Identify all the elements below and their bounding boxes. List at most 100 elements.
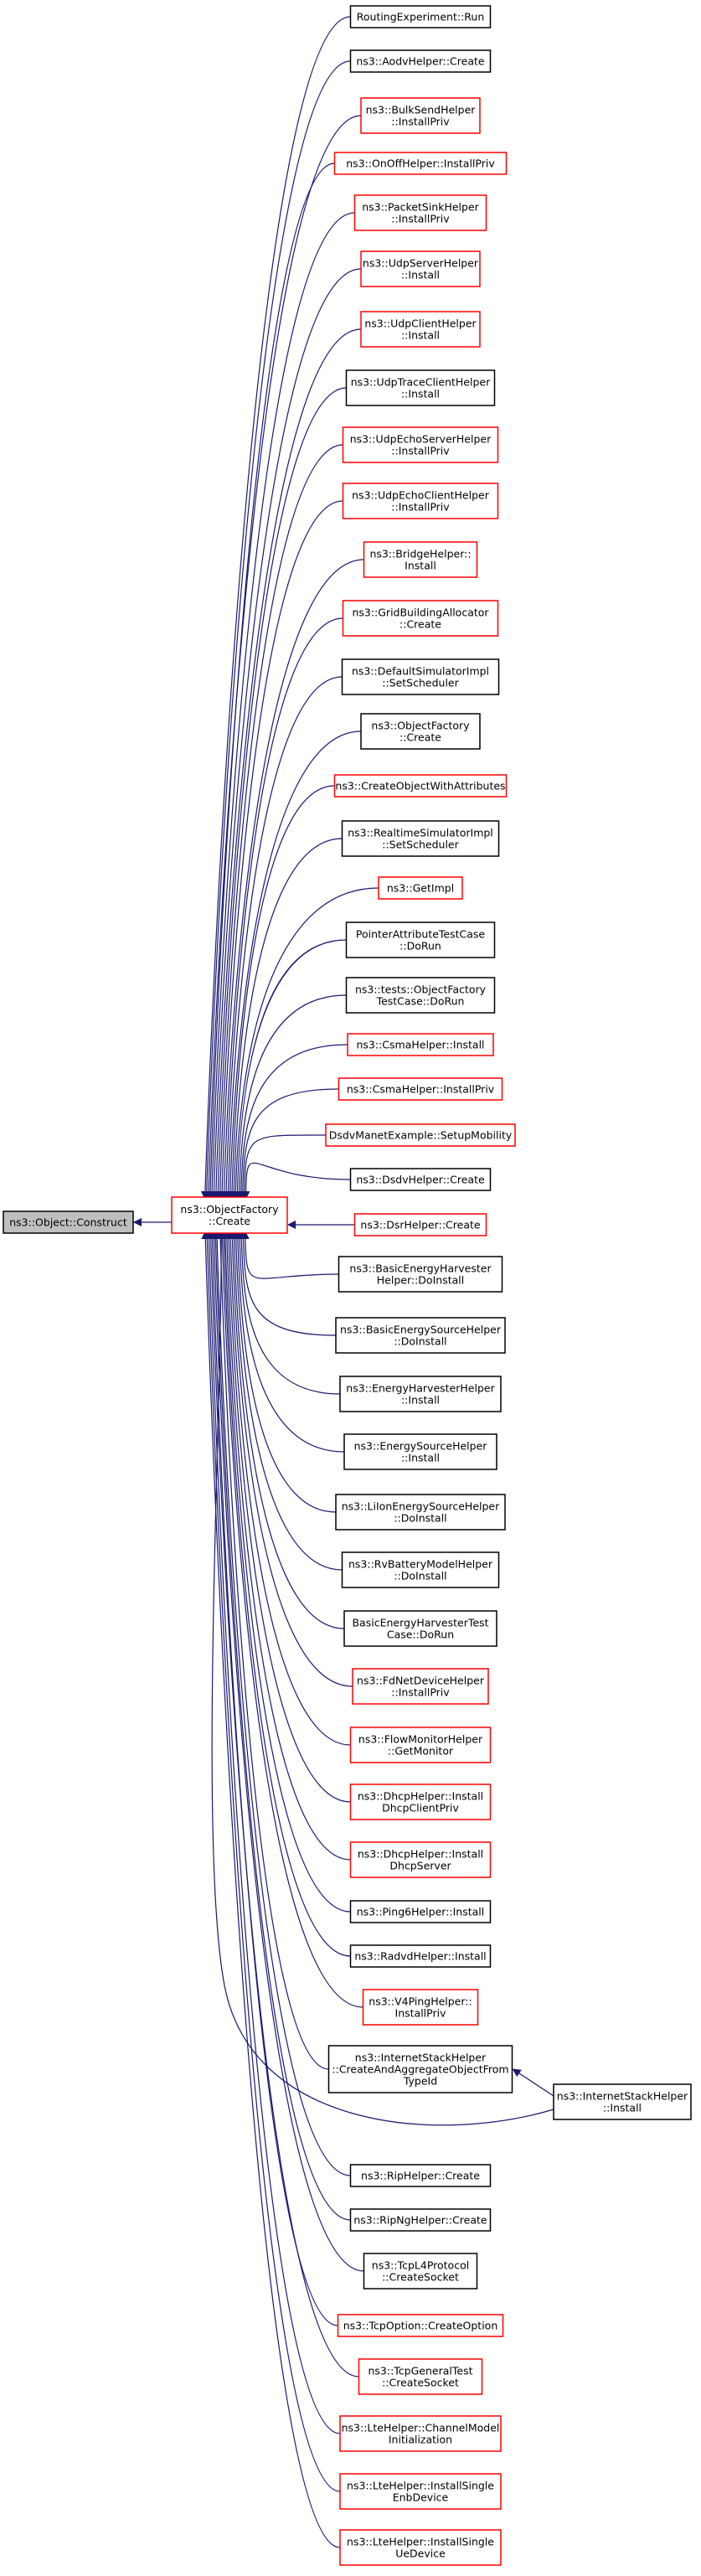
caller-node-label-line: ns3::TcpL4Protocol bbox=[372, 2259, 469, 2272]
caller-node[interactable]: ns3::AodvHelper::Create bbox=[349, 49, 492, 73]
caller-node-label-line: ::GetMonitor bbox=[388, 1745, 454, 1758]
caller-node[interactable]: PointerAttributeTestCase::DoRun bbox=[345, 921, 496, 958]
caller-node[interactable]: ns3::UdpClientHelper::Install bbox=[360, 311, 481, 348]
caller-node-box bbox=[360, 713, 481, 750]
caller-node[interactable]: ns3::FlowMonitorHelper::GetMonitor bbox=[349, 1727, 492, 1763]
caller-node-label-line: ns3::PacketSinkHelper bbox=[362, 201, 479, 214]
caller-node-box bbox=[349, 1841, 492, 1878]
caller-node[interactable]: ns3::FdNetDeviceHelper::InstallPriv bbox=[352, 1668, 489, 1705]
caller-node-label-line: ns3::LiIonEnergySourceHelper bbox=[342, 1500, 500, 1513]
caller-node-label-line: DhcpClientPriv bbox=[382, 1802, 459, 1815]
edge-caller-to-hub bbox=[216, 1231, 329, 2070]
edge-caller-to-hub bbox=[218, 500, 343, 1200]
caller-node[interactable]: ns3::GridBuildingAllocator::Create bbox=[342, 600, 499, 637]
caller-node[interactable]: ns3::BridgeHelper::Install bbox=[363, 541, 478, 578]
graph-nodes: ns3::Object::Construct ns3::ObjectFactory… bbox=[3, 5, 692, 2566]
caller-node-box bbox=[345, 921, 496, 958]
caller-node-label-line: ns3::RadvdHelper::Install bbox=[354, 1950, 486, 1963]
caller-node[interactable]: ns3::BasicEnergySourceHelper::DoInstall bbox=[335, 1317, 506, 1354]
edge-caller-to-hub bbox=[240, 1231, 339, 1279]
caller-node-label-line: ns3::RipNgHelper::Create bbox=[353, 2214, 487, 2227]
edge-caller-to-hub bbox=[228, 785, 335, 1200]
caller-node[interactable]: ns3::LiIonEnergySourceHelper::DoInstall bbox=[335, 1494, 506, 1531]
caller-node-label-line: ns3::BridgeHelper:: bbox=[369, 548, 471, 560]
caller-node[interactable]: ns3::CreateObjectWithAttributes bbox=[333, 774, 508, 798]
caller-node[interactable]: ns3::EnergySourceHelper::Install bbox=[343, 1433, 497, 1470]
caller-node-label-line: ::Install bbox=[401, 388, 440, 400]
extra-caller-node-label-line: ns3::InternetStackHelper bbox=[557, 2090, 688, 2103]
caller-node-box bbox=[353, 194, 487, 231]
caller-node-label-line: ::SetScheduler bbox=[382, 839, 459, 851]
hub-node[interactable]: ns3::ObjectFactory::Create bbox=[171, 1196, 288, 1234]
caller-node-box bbox=[362, 1989, 479, 2026]
caller-node[interactable]: ns3::BulkSendHelper::InstallPriv bbox=[360, 97, 481, 134]
caller-node[interactable]: ns3::InternetStackHelper::CreateAndAggre… bbox=[327, 2045, 513, 2093]
caller-node[interactable]: ns3::TcpL4Protocol::CreateSocket bbox=[363, 2253, 478, 2289]
caller-node[interactable]: ns3::OnOffHelper::InstallPriv bbox=[333, 152, 508, 175]
caller-node[interactable]: ns3::RvBatteryModelHelper::DoInstall bbox=[341, 1551, 500, 1588]
caller-node[interactable]: DsdvManetExample::SetupMobility bbox=[325, 1123, 516, 1147]
caller-node-box bbox=[349, 5, 492, 28]
caller-node-label-line: ::Create bbox=[399, 618, 441, 631]
caller-node[interactable]: ns3::TcpGeneralTest::CreateSocket bbox=[358, 2358, 483, 2395]
caller-node-box bbox=[347, 1033, 494, 1056]
caller-node[interactable]: ns3::DsrHelper::Create bbox=[353, 1213, 487, 1236]
caller-node[interactable]: ns3::GetImpl bbox=[378, 876, 463, 900]
root-node-box bbox=[3, 1211, 134, 1234]
caller-node[interactable]: RoutingExperiment::Run bbox=[349, 5, 492, 28]
caller-node-label-line: ns3::DefaultSimulatorImpl bbox=[352, 665, 489, 678]
caller-node-label-line: TestCase::DoRun bbox=[376, 995, 465, 1008]
caller-node[interactable]: ns3::RadvdHelper::Install bbox=[349, 1944, 492, 1968]
caller-node-label-line: ns3::CsmaHelper::Install bbox=[356, 1039, 484, 1051]
edge-caller-to-hub bbox=[239, 1231, 337, 1336]
caller-node-label-line: ns3::BasicEnergySourceHelper bbox=[340, 1324, 502, 1336]
caller-node-label-line: ns3::UdpClientHelper bbox=[364, 317, 477, 330]
caller-node-label-line: ns3::InternetStackHelper bbox=[355, 2052, 487, 2064]
caller-node[interactable]: ns3::EnergyHarvesterHelper::Install bbox=[339, 1376, 502, 1412]
caller-node-box bbox=[345, 977, 496, 1014]
edge-caller-to-hub bbox=[204, 1231, 341, 2434]
caller-node[interactable]: ns3::LteHelper::ChannelModelInitializati… bbox=[339, 2415, 502, 2452]
caller-node[interactable]: ns3::V4PingHelper::InstallPriv bbox=[362, 1989, 479, 2026]
caller-node[interactable]: ns3::RealtimeSimulatorImpl::SetScheduler bbox=[341, 820, 500, 857]
caller-node-label-line: ::InstallPriv bbox=[391, 116, 450, 128]
caller-node-label-line: ::CreateAndAggregateObjectFrom bbox=[332, 2063, 508, 2076]
caller-node-box bbox=[342, 600, 499, 637]
caller-node[interactable]: ns3::DefaultSimulatorImpl::SetScheduler bbox=[341, 658, 500, 695]
caller-node-label-line: ns3::CreateObjectWithAttributes bbox=[335, 780, 505, 792]
root-node[interactable]: ns3::Object::Construct bbox=[3, 1211, 134, 1234]
edge-caller-to-hub bbox=[235, 1231, 345, 1453]
caller-node-label-line: ns3::FdNetDeviceHelper bbox=[357, 1675, 485, 1687]
caller-node[interactable]: ns3::UdpServerHelper::Install bbox=[360, 250, 481, 287]
edge-caller-to-hub bbox=[241, 1162, 351, 1200]
caller-node-box bbox=[335, 1494, 506, 1531]
caller-node[interactable]: ns3::DsdvHelper::Create bbox=[349, 1168, 492, 1191]
edge-caller-to-hub bbox=[203, 1231, 341, 2492]
caller-node[interactable]: ns3::RipHelper::Create bbox=[349, 2164, 492, 2187]
caller-node[interactable]: ns3::TcpOption::CreateOption bbox=[337, 2314, 504, 2337]
caller-node[interactable]: ns3::CsmaHelper::Install bbox=[347, 1033, 494, 1056]
edge-caller-to-hub bbox=[233, 1231, 337, 1513]
caller-node-label-line: ::Install bbox=[401, 1452, 440, 1464]
caller-node-box bbox=[349, 1784, 492, 1820]
caller-node[interactable]: ns3::Ping6Helper::Install bbox=[349, 1900, 492, 1923]
edge-caller-to-hub bbox=[224, 1231, 351, 1803]
caller-node-box bbox=[325, 1123, 516, 1147]
caller-node[interactable]: ns3::UdpTraceClientHelper::Install bbox=[345, 369, 496, 406]
caller-node[interactable]: ns3::UdpEchoClientHelper::InstallPriv bbox=[342, 483, 499, 519]
caller-node[interactable]: ns3::BasicEnergyHarvesterHelper::DoInsta… bbox=[338, 1256, 503, 1293]
caller-node[interactable]: ns3::RipNgHelper::Create bbox=[349, 2208, 492, 2232]
call-edges bbox=[133, 16, 554, 2548]
caller-node[interactable]: ns3::CsmaHelper::InstallPriv bbox=[338, 1077, 503, 1101]
caller-node[interactable]: ns3::ObjectFactory::Create bbox=[360, 713, 481, 750]
caller-node-label-line: ns3::tests::ObjectFactory bbox=[355, 983, 487, 996]
caller-node[interactable]: ns3::UdpEchoServerHelper::InstallPriv bbox=[342, 426, 499, 463]
extra-caller-node[interactable]: ns3::InternetStackHelper::Install bbox=[553, 2083, 692, 2120]
caller-node[interactable]: ns3::PacketSinkHelper::InstallPriv bbox=[353, 194, 487, 231]
